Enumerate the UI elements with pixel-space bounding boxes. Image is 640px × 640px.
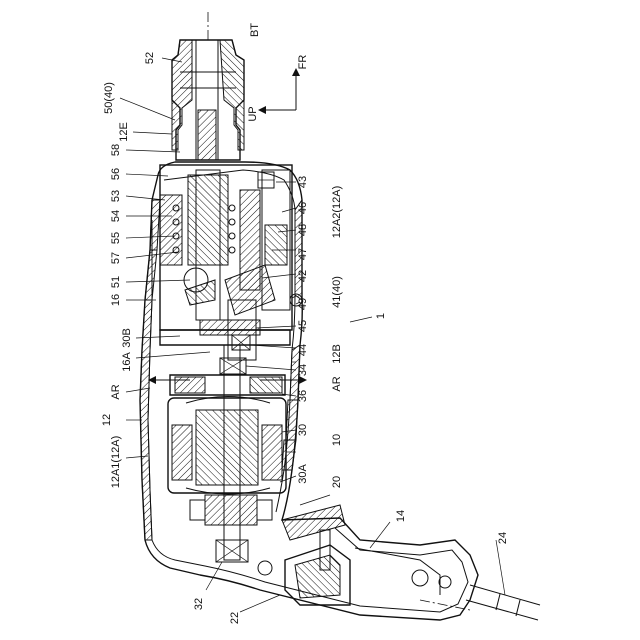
label-45: 45 xyxy=(297,320,309,332)
label-49: 49 xyxy=(297,298,309,310)
label-30: 30 xyxy=(297,424,309,436)
label-ar-left: AR xyxy=(110,384,122,399)
label-36: 36 xyxy=(297,390,309,402)
label-1: 1 xyxy=(375,313,387,319)
label-12e: 12E xyxy=(118,122,130,142)
label-12a2: 12A2(12A) xyxy=(331,186,343,239)
label-43: 43 xyxy=(297,176,309,188)
label-bt: BT xyxy=(249,23,261,37)
label-32: 32 xyxy=(193,598,205,610)
label-51: 51 xyxy=(110,276,122,288)
label-30b: 30B xyxy=(121,328,133,348)
label-24: 24 xyxy=(497,532,509,544)
clutch-gear-assembly xyxy=(160,165,302,360)
label-56: 56 xyxy=(110,168,122,180)
label-12b: 12B xyxy=(331,344,343,364)
label-22: 22 xyxy=(229,612,241,624)
label-10: 10 xyxy=(331,434,343,446)
label-50-40: 50(40) xyxy=(103,82,115,114)
label-46: 46 xyxy=(297,202,309,214)
label-fr: FR xyxy=(297,55,309,70)
label-ar-right: AR xyxy=(331,376,343,391)
label-57: 57 xyxy=(110,252,122,264)
label-16: 16 xyxy=(110,294,122,306)
label-up: UP xyxy=(247,106,259,121)
label-42: 42 xyxy=(297,270,309,282)
label-20: 20 xyxy=(331,476,343,488)
label-14: 14 xyxy=(395,510,407,522)
label-52: 52 xyxy=(144,52,156,64)
label-34: 34 xyxy=(297,364,309,376)
label-48: 48 xyxy=(297,224,309,236)
label-47: 47 xyxy=(297,248,309,260)
label-41-40: 41(40) xyxy=(331,276,343,308)
label-58: 58 xyxy=(110,144,122,156)
label-12a1: 12A1(12A) xyxy=(110,436,122,489)
chuck-assembly xyxy=(172,12,244,160)
label-30a: 30A xyxy=(297,464,309,484)
label-12: 12 xyxy=(101,414,113,426)
label-54: 54 xyxy=(110,210,122,222)
direction-indicator xyxy=(260,70,296,110)
label-44: 44 xyxy=(297,344,309,356)
label-53: 53 xyxy=(110,190,122,202)
label-55: 55 xyxy=(110,232,122,244)
handle-assembly xyxy=(282,505,540,620)
label-16a: 16A xyxy=(121,352,133,372)
